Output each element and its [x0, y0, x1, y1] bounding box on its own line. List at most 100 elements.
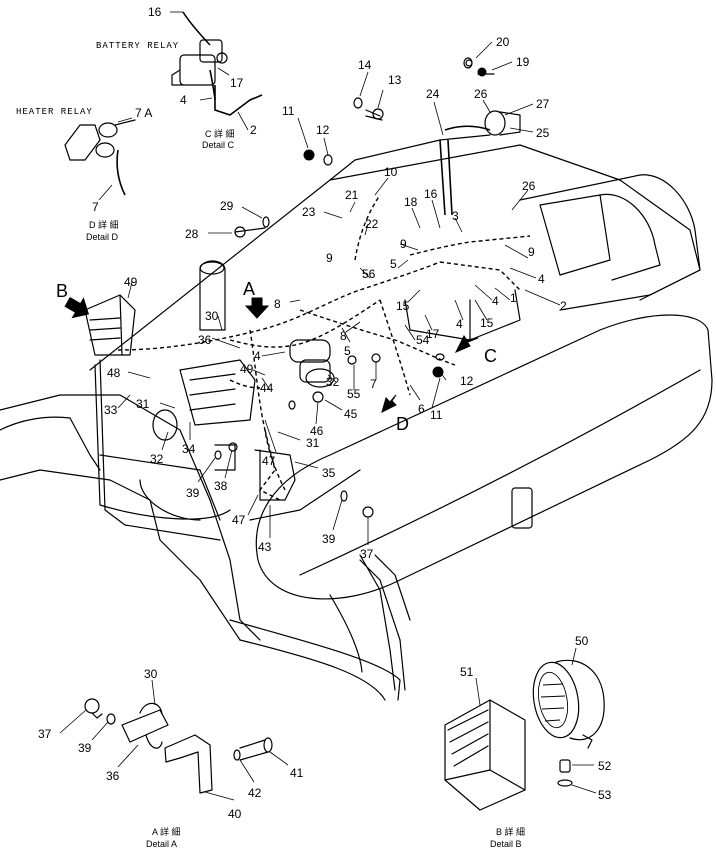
view-letter-a: A: [243, 279, 255, 299]
part-number: 37: [360, 547, 374, 561]
part-number: 39: [186, 486, 200, 500]
detail-a: [84, 698, 273, 794]
part-number: 47: [232, 513, 246, 527]
part-number: 26: [522, 179, 536, 193]
part-number: 54: [416, 333, 430, 347]
part-number: 17: [230, 76, 244, 90]
part-number: 15: [480, 316, 494, 330]
part-number: 13: [388, 73, 402, 87]
bracket-35: [254, 449, 296, 501]
caption-detail-a-jp: A 詳 細: [152, 826, 181, 837]
part-number: 19: [516, 55, 530, 69]
part-number: 24: [426, 87, 440, 101]
part-number: 44: [260, 381, 274, 395]
part-number: 12: [460, 374, 474, 388]
part-number: 48: [107, 366, 121, 380]
work-lamp-top: [465, 59, 521, 136]
caption-detail-c: Detail C: [202, 140, 235, 150]
part-number: 5: [344, 344, 351, 358]
part-number: 40: [228, 807, 242, 821]
part-number: 49: [124, 275, 138, 289]
part-number: 2: [250, 123, 257, 137]
part-number: 25: [536, 126, 550, 140]
part-number: 38: [214, 479, 228, 493]
part-number: 56: [362, 267, 376, 281]
part-number: 30: [205, 309, 219, 323]
view-letter-c: C: [484, 346, 497, 366]
part-number: 23: [302, 205, 316, 219]
part-number: 53: [598, 788, 612, 802]
part-number: 55: [347, 387, 361, 401]
hardware: [214, 57, 473, 518]
part-number: 35: [322, 466, 336, 480]
part-number: 2: [560, 299, 567, 313]
part-number: 31: [306, 436, 320, 450]
part-number: 16: [424, 187, 438, 201]
caption-detail-b: Detail B: [490, 839, 522, 849]
part-numbers: 16 17 4 2 7 A 7 20 19 14 13 11 12 10 24 …: [38, 5, 612, 821]
part-number: 21: [345, 188, 359, 202]
caption-detail-c-jp: C 詳 細: [205, 128, 235, 139]
part-number: 7: [370, 377, 377, 391]
battery-relay: [171, 39, 228, 86]
part-number: 14: [358, 58, 372, 72]
part-number: 33: [104, 403, 118, 417]
caption-battery-relay: BATTERY RELAY: [96, 41, 179, 51]
part-number: 39: [78, 741, 92, 755]
part-number: 7: [92, 200, 99, 214]
part-number: 43: [258, 540, 272, 554]
part-number: 4: [492, 294, 499, 308]
part-number: 1: [510, 291, 517, 305]
part-number: 15: [396, 299, 410, 313]
part-number: 12: [316, 123, 330, 137]
part-number: 36: [198, 333, 212, 347]
part-number: 10: [384, 165, 398, 179]
view-arrows: [64, 296, 479, 413]
part-number: 27: [536, 97, 550, 111]
wire-harness: [116, 11, 531, 501]
part-number: 5: [390, 257, 397, 271]
solenoid: [289, 339, 335, 388]
view-letter-d: D: [396, 414, 409, 434]
part-number: 50: [575, 634, 589, 648]
part-number: 4: [180, 93, 187, 107]
part-number: 18: [404, 195, 418, 209]
part-number: 37: [38, 727, 52, 741]
leader-lines: [59, 11, 597, 801]
detail-b: [444, 659, 605, 811]
part-number: 36: [106, 769, 120, 783]
part-number: 41: [290, 766, 304, 780]
lamp-housing-center: [152, 359, 256, 471]
part-number: 17: [426, 327, 440, 341]
part-number: 3: [452, 209, 459, 223]
part-number: 34: [182, 442, 196, 456]
part-number: 11: [282, 104, 295, 118]
caption-detail-a: Detail A: [146, 839, 177, 849]
heater-relay: [64, 119, 136, 161]
caption-detail-d: Detail D: [86, 232, 119, 242]
part-number: 30: [144, 667, 158, 681]
part-number: 16: [148, 5, 162, 19]
part-number: 45: [344, 407, 358, 421]
part-number: 6: [418, 402, 425, 416]
part-number: 8: [274, 297, 281, 311]
part-number: 4: [538, 272, 545, 286]
part-number: 49: [240, 362, 254, 376]
part-number: 8: [340, 329, 347, 343]
part-number: 11: [430, 408, 443, 422]
guard-left: [84, 294, 136, 356]
view-letter-b: B: [56, 281, 68, 301]
part-number: 7 A: [135, 106, 152, 120]
part-number: 28: [185, 227, 199, 241]
part-number: 51: [460, 665, 474, 679]
caption-detail-d-jp: D 詳 細: [89, 219, 119, 230]
part-number: 46: [310, 424, 324, 438]
part-number: 32: [326, 375, 340, 389]
part-number: 4: [456, 317, 463, 331]
part-number: 22: [365, 217, 379, 231]
caption-heater-relay: HEATER RELAY: [16, 107, 93, 117]
part-number: 52: [598, 759, 612, 773]
part-number: 42: [248, 786, 262, 800]
part-number: 9: [528, 245, 535, 259]
